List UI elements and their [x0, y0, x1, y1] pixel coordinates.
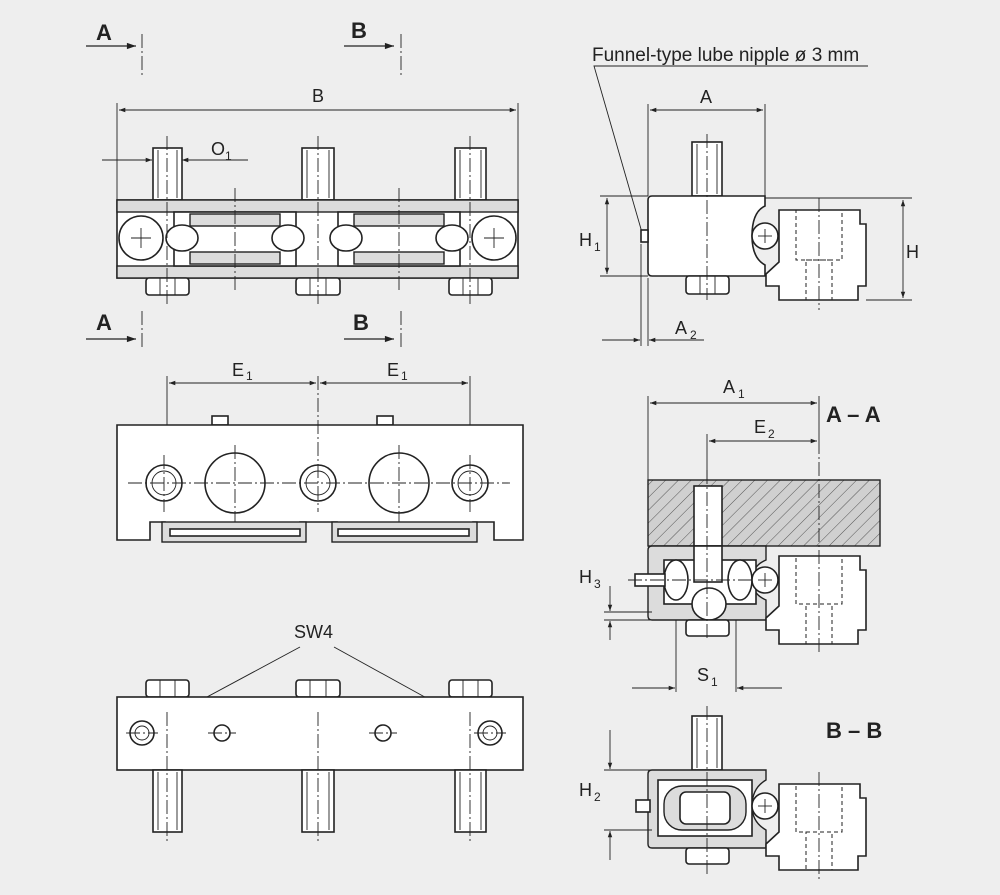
dim-s1-sub: 1: [711, 675, 718, 689]
dim-a2-sub: 2: [690, 328, 697, 342]
section-aa-title: A – A: [826, 402, 881, 427]
section-mark-b-top: B: [344, 18, 402, 76]
section-mark-b-bottom-label: B: [353, 310, 369, 335]
dim-h2-sub: 2: [594, 790, 601, 804]
section-mark-a-bottom-label: A: [96, 310, 112, 335]
dim-a2-label: A: [675, 318, 687, 338]
dim-b-label: B: [312, 86, 324, 106]
section-mark-a-top: A: [86, 20, 143, 76]
section-bb-view: B – B H 2: [579, 706, 882, 882]
lube-nipple-callout: Funnel-type lube nipple ø 3 mm: [592, 45, 859, 66]
dim-e1-left-sub: 1: [246, 369, 253, 383]
dim-h1-label: H: [579, 230, 592, 250]
section-mark-b-bottom: B: [344, 310, 402, 350]
dim-h2-label: H: [579, 780, 592, 800]
dim-h3-sub: 3: [594, 577, 601, 591]
dim-o1-sub: 1: [225, 149, 232, 163]
dim-a1-sub: 1: [738, 387, 745, 401]
section-mark-a-bottom: A: [86, 310, 143, 350]
section-aa-view: A – A A 1 E 2 H 3: [579, 377, 881, 692]
dim-e1-right-sub: 1: [401, 369, 408, 383]
dim-a1-label: A: [723, 377, 735, 397]
top-view: E 1 E 1: [116, 360, 524, 543]
dim-h1-sub: 1: [594, 240, 601, 254]
front-view: B O 1: [102, 86, 519, 305]
section-mark-b-top-label: B: [351, 18, 367, 43]
dim-h3-label: H: [579, 567, 592, 587]
dim-h-label: H: [906, 242, 919, 262]
dim-a-label: A: [700, 87, 712, 107]
dim-o1-label: O: [211, 139, 225, 159]
section-bb-title: B – B: [826, 718, 882, 743]
section-mark-a-top-label: A: [96, 20, 112, 45]
dim-s1-label: S: [697, 665, 709, 685]
sw4-callout: SW4: [294, 622, 333, 642]
dim-e2-sub: 2: [768, 427, 775, 441]
side-view: Funnel-type lube nipple ø 3 mm A H 1: [579, 45, 919, 346]
dim-e1-left-label: E: [232, 360, 244, 380]
dim-e2-label: E: [754, 417, 766, 437]
bottom-view: SW4: [116, 622, 524, 842]
dim-e1-right-label: E: [387, 360, 399, 380]
